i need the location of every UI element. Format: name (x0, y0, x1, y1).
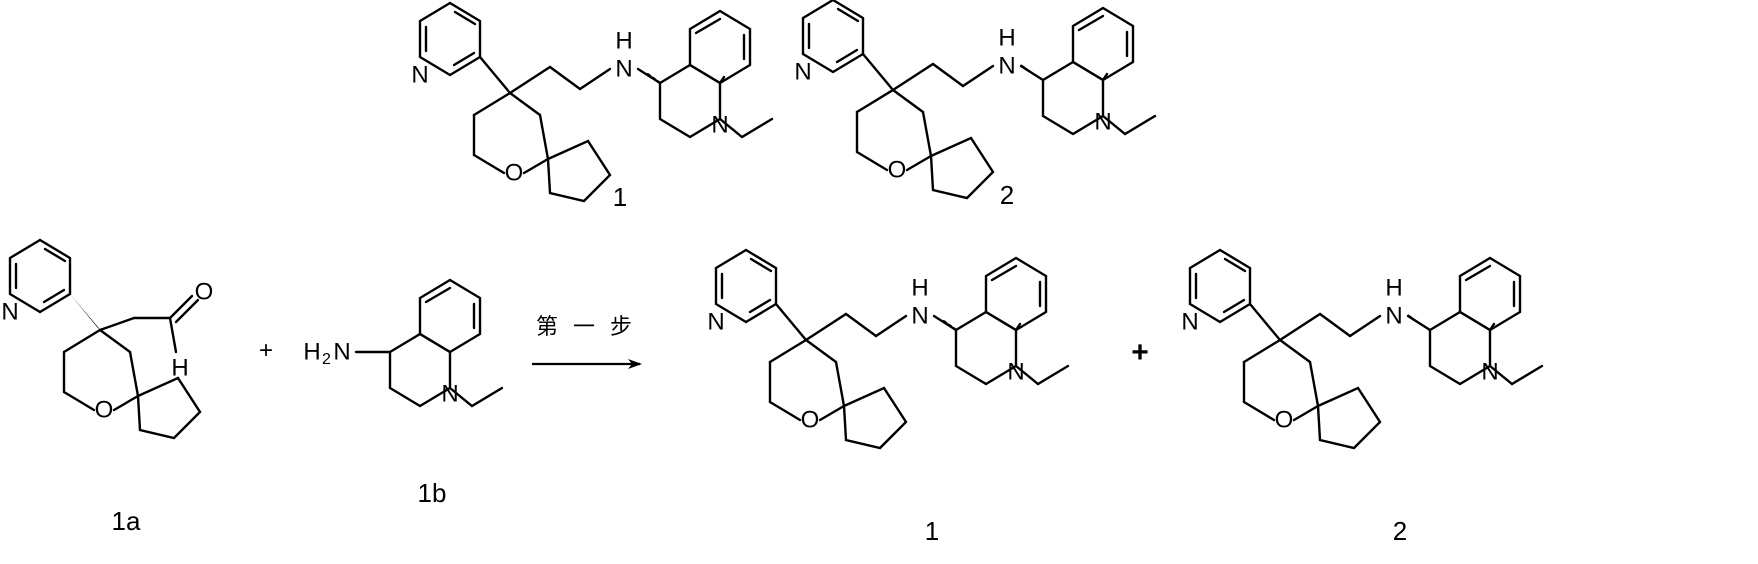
wedge-bond (1021, 64, 1043, 80)
hash-bond (644, 71, 662, 85)
pyridine-n-atom: N (1181, 309, 1198, 336)
pyridine-n-atom: N (1, 299, 18, 326)
quinoline-n-atom: N (711, 112, 728, 139)
wedge-bond (70, 294, 103, 333)
wedge-bond (863, 54, 896, 93)
amine-h-atom: H (911, 275, 928, 302)
ether-o-atom: O (95, 397, 114, 424)
label-1b: 1b (418, 478, 447, 508)
label-product-2: 2 (1393, 516, 1407, 546)
wedge-bond (1250, 304, 1283, 343)
label-1a: 1a (112, 506, 141, 536)
carbonyl-o-atom: O (195, 279, 214, 306)
pyridine-n-atom: N (707, 309, 724, 336)
pyridine-n-atom: N (794, 59, 811, 86)
quinoline-n-atom: N (1007, 359, 1024, 386)
compound-2-top: N O N H N (794, 0, 1157, 200)
wedge-bond (1408, 314, 1430, 330)
wedge-bond (776, 304, 809, 343)
product-1: N O N H N (707, 248, 1070, 450)
reactant-1a: N O O H (1, 238, 214, 440)
label-product-1: 1 (925, 516, 939, 546)
ether-o-atom: O (801, 407, 820, 434)
plus-sign-reactants: + (259, 337, 273, 364)
aldehyde-h-atom: H (171, 355, 188, 382)
quinoline-n-atom: N (441, 381, 458, 408)
compound-1-top: N O N H N (411, 1, 774, 203)
amine-n-atom: N (911, 303, 928, 330)
h2n-n-atom: N (333, 339, 350, 366)
ether-o-atom: O (888, 157, 907, 184)
ether-o-atom: O (1275, 407, 1294, 434)
label-top-1: 1 (613, 182, 627, 212)
reactant-1b: H 2 N N (303, 278, 504, 408)
product-2: N O N H N (1181, 248, 1544, 450)
hash-bond (940, 318, 958, 332)
h2n-h-atom: H (303, 339, 320, 366)
amine-h-atom: H (1385, 275, 1402, 302)
step-label: 第 一 步 (536, 315, 636, 340)
label-top-2: 2 (1000, 180, 1014, 210)
wedge-bond (480, 57, 513, 96)
plus-sign-products: + (1131, 336, 1149, 369)
amine-h-atom: H (998, 25, 1015, 52)
amine-n-atom: N (1385, 303, 1402, 330)
quinoline-n-atom: N (1481, 359, 1498, 386)
amine-h-atom: H (615, 28, 632, 55)
amine-n-atom: N (615, 56, 632, 83)
h2n-subscript: 2 (322, 351, 331, 368)
quinoline-n-atom: N (1094, 109, 1111, 136)
pyridine-n-atom: N (411, 62, 428, 89)
ether-o-atom: O (505, 160, 524, 187)
amine-n-atom: N (998, 53, 1015, 80)
